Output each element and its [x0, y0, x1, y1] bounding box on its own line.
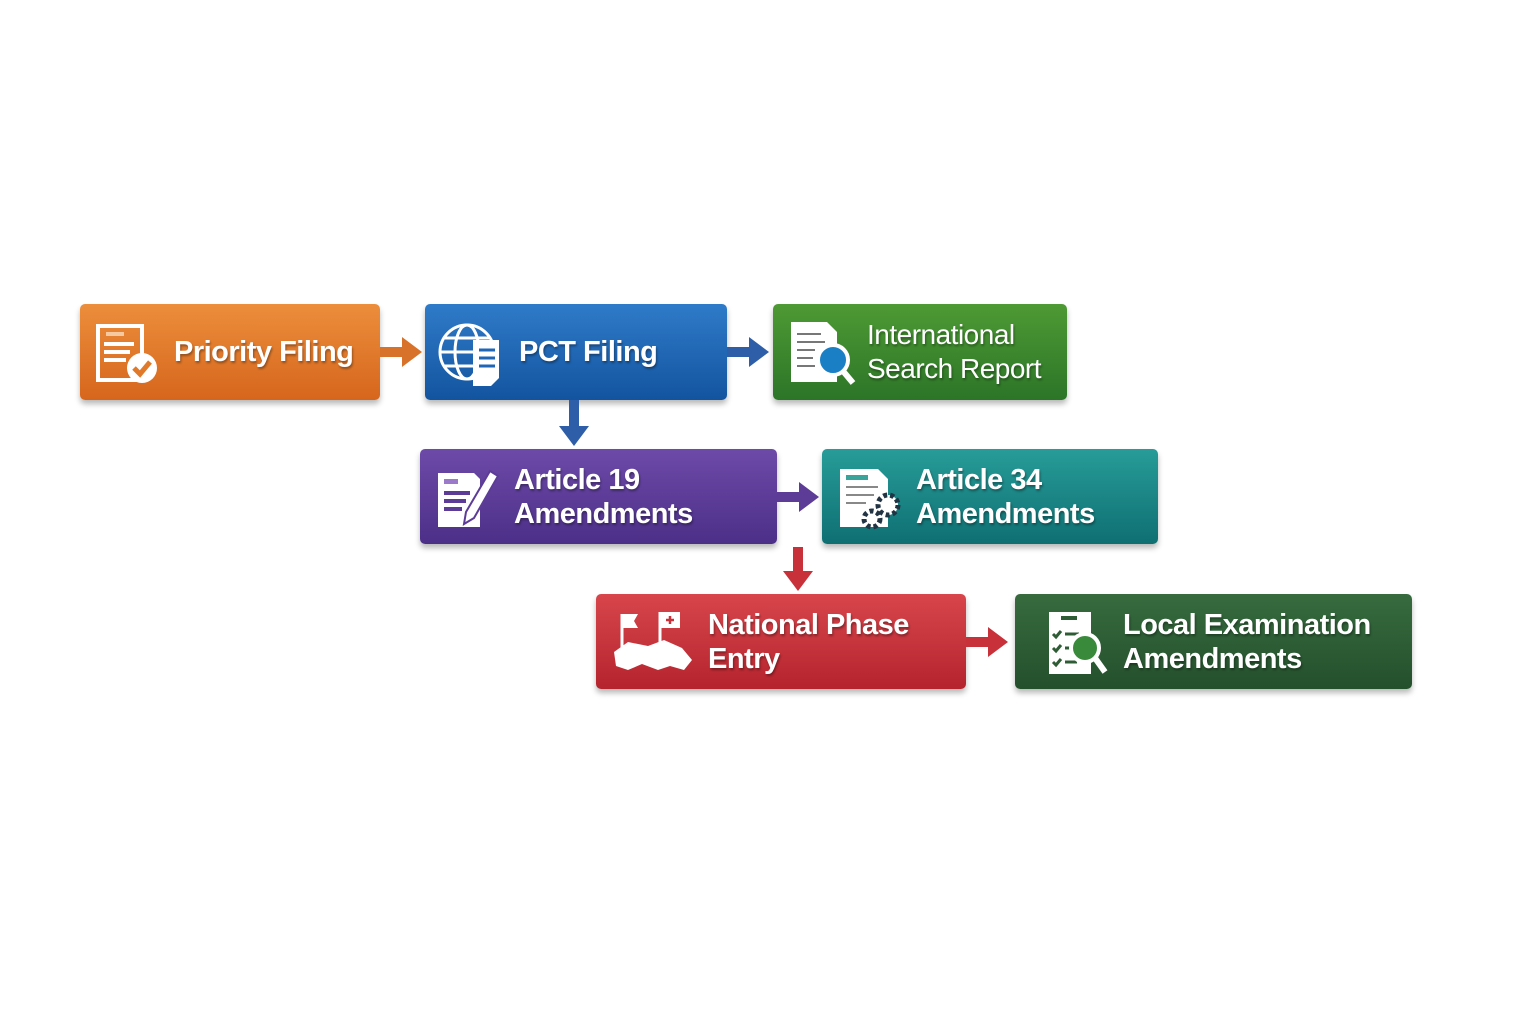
label-line: National Phase	[708, 608, 909, 642]
node-label: Article 19Amendments	[514, 463, 693, 531]
node-article-19-amendments: Article 19Amendments	[420, 449, 777, 544]
globe-document-icon	[437, 316, 509, 388]
label-line: Amendments	[916, 497, 1095, 531]
node-label: PCT Filing	[519, 335, 657, 369]
label-line: Entry	[708, 642, 909, 676]
document-gears-icon	[834, 461, 906, 533]
node-national-phase-entry: National PhaseEntry	[596, 594, 966, 689]
node-local-examination-amendments: Local ExaminationAmendments	[1015, 594, 1412, 689]
node-article-34-amendments: Article 34Amendments	[822, 449, 1158, 544]
label-line: Article 19	[514, 463, 693, 497]
arrow-article19-to-article34	[777, 482, 819, 512]
node-priority-filing: Priority Filing	[80, 304, 380, 400]
arrow-pct-to-isr	[727, 337, 769, 367]
label-line: Search Report	[867, 352, 1041, 386]
document-pencil-icon	[432, 461, 504, 533]
arrow-priority-to-pct	[380, 337, 422, 367]
document-check-icon	[92, 316, 164, 388]
label-line: Amendments	[1123, 642, 1371, 676]
document-magnifier-icon	[785, 316, 857, 388]
node-pct-filing: PCT Filing	[425, 304, 727, 400]
checklist-magnifier-icon	[1027, 606, 1113, 678]
arrow-national-to-local	[966, 627, 1008, 657]
label-line: PCT Filing	[519, 335, 657, 369]
node-label: Priority Filing	[174, 335, 353, 369]
map-flags-icon	[608, 606, 698, 678]
node-label: InternationalSearch Report	[867, 318, 1041, 386]
label-line: Amendments	[514, 497, 693, 531]
node-international-search-report: InternationalSearch Report	[773, 304, 1067, 400]
label-line: International	[867, 318, 1041, 352]
arrow-article34-to-national	[783, 547, 813, 591]
label-line: Priority Filing	[174, 335, 353, 369]
label-line: Local Examination	[1123, 608, 1371, 642]
node-label: Article 34Amendments	[916, 463, 1095, 531]
node-label: National PhaseEntry	[708, 608, 909, 676]
node-label: Local ExaminationAmendments	[1123, 608, 1371, 676]
arrow-pct-to-article19	[559, 400, 589, 446]
label-line: Article 34	[916, 463, 1095, 497]
